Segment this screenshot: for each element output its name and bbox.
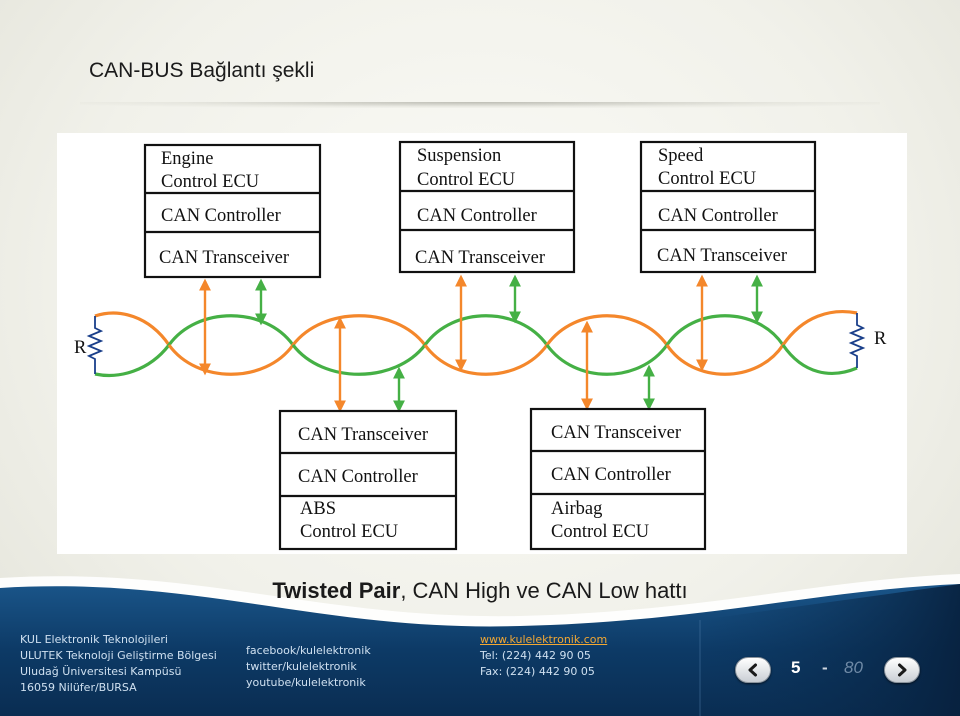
can-controller-label: CAN Controller [658, 206, 778, 226]
ecu-name-line2: Control ECU [161, 172, 259, 192]
can-high-segment-3 [423, 344, 549, 376]
title-divider [80, 102, 880, 108]
ecu-name-line2: Control ECU [658, 169, 756, 189]
prev-slide-button[interactable] [735, 657, 771, 683]
terminator-left-label: R [74, 338, 87, 358]
footer-background [0, 574, 960, 716]
current-page-number: 5 [791, 658, 801, 677]
can-high-segment-2 [291, 314, 427, 346]
ecu-node-engine [143, 143, 322, 279]
address-line: KUL Elektronik Teknolojileri [20, 633, 168, 646]
slide-caption: Twisted Pair, CAN High ve CAN Low hattı [0, 578, 960, 604]
caption-bold: Twisted Pair [272, 578, 401, 603]
can-high-terminator-right [781, 310, 858, 346]
ecu-name-line1: Suspension [417, 146, 501, 166]
address-line: 16059 Nilüfer/BURSA [20, 681, 137, 694]
social-youtube: youtube/kulelektronik [246, 676, 366, 689]
can-high-segment-5 [665, 344, 785, 376]
can-transceiver-label: CAN Transceiver [159, 248, 289, 268]
ecu-name-line2: Control ECU [551, 522, 649, 542]
can-controller-label: CAN Controller [161, 206, 281, 226]
footer-contact: www.kulelektronik.com Tel: (224) 442 90 … [480, 632, 607, 680]
address-line: ULUTEK Teknoloji Geliştirme Bölgesi [20, 649, 217, 662]
can-high-segment-4 [545, 314, 669, 346]
social-facebook: facebook/kulelektronik [246, 644, 371, 657]
caption-rest: , CAN High ve CAN Low hattı [400, 578, 688, 603]
footer-social: facebook/kulelektronik twitter/kulelektr… [246, 643, 371, 691]
can-transceiver-label: CAN Transceiver [415, 248, 545, 268]
resistor-right [848, 313, 866, 368]
can-low-segment-1 [167, 314, 295, 346]
can-high-terminator-left [94, 311, 171, 346]
can-low-terminator-right [781, 344, 858, 375]
ecu-node-speed [639, 140, 817, 274]
slide-title: CAN-BUS Bağlantı şekli [89, 59, 315, 82]
can-transceiver-label: CAN Transceiver [298, 425, 428, 445]
can-transceiver-label: CAN Transceiver [657, 246, 787, 266]
chevron-right-icon [898, 663, 907, 677]
total-pages: 80 [844, 658, 863, 677]
ecu-name-line1: ABS [300, 499, 336, 519]
fax-line: Fax: (224) 442 90 05 [480, 665, 595, 678]
can-low-segment-2 [291, 344, 427, 376]
ecu-name-line2: Control ECU [417, 170, 515, 190]
website-link[interactable]: www.kulelektronik.com [480, 633, 608, 646]
can-high-segment-1 [167, 344, 295, 376]
ecu-node-abs [278, 409, 458, 551]
page-separator: - [822, 658, 828, 677]
ecu-name-line2: Control ECU [300, 522, 398, 542]
can-low-segment-5 [665, 314, 785, 346]
can-transceiver-label: CAN Transceiver [551, 423, 681, 443]
next-slide-button[interactable] [884, 657, 920, 683]
can-controller-label: CAN Controller [551, 465, 671, 485]
ecu-name-line1: Airbag [551, 499, 602, 519]
can-low-terminator-left [94, 344, 171, 377]
resistor-left [86, 316, 104, 374]
terminator-right-label: R [874, 329, 887, 349]
can-bus-diagram: R R [57, 133, 907, 554]
can-controller-label: CAN Controller [298, 467, 418, 487]
chevron-left-icon [748, 663, 757, 677]
ecu-name-line1: Engine [161, 149, 213, 169]
can-low-segment-4 [545, 344, 669, 376]
can-bus-diagram-svg: R R [74, 140, 887, 551]
social-twitter: twitter/kulelektronik [246, 660, 357, 673]
footer-address: KUL Elektronik Teknolojileri ULUTEK Tekn… [20, 632, 217, 696]
can-controller-label: CAN Controller [417, 206, 537, 226]
can-low-segment-3 [423, 314, 549, 346]
tel-line: Tel: (224) 442 90 05 [480, 649, 591, 662]
ecu-node-suspension [398, 140, 576, 274]
address-line: Uludağ Üniversitesi Kampüsü [20, 665, 182, 678]
ecu-node-airbag [529, 407, 707, 551]
ecu-name-line1: Speed [658, 146, 704, 166]
